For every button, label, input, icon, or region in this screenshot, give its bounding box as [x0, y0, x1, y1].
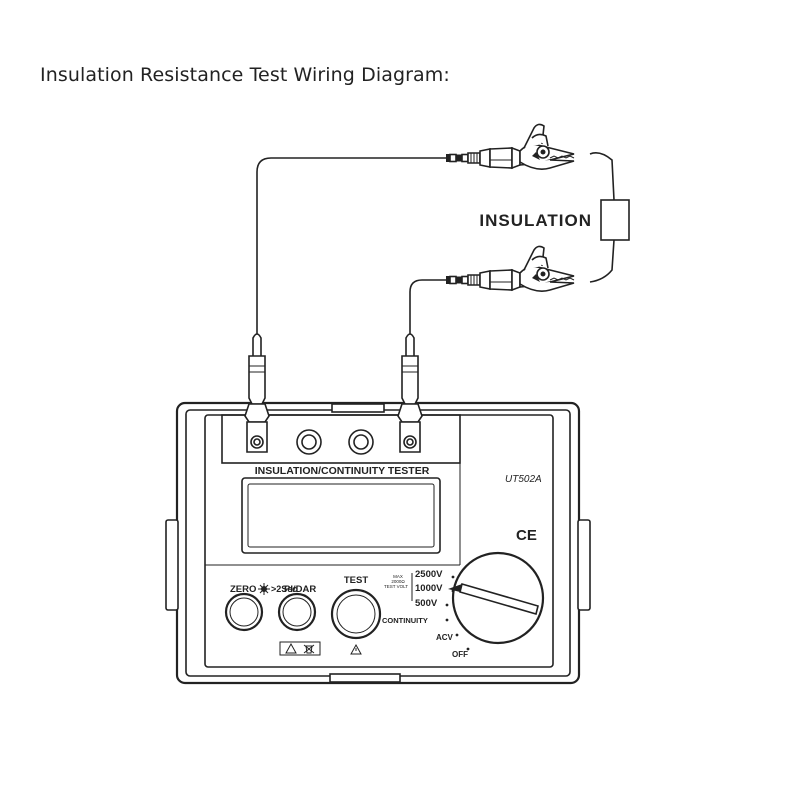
- ce-mark: CE: [516, 527, 537, 544]
- tester-body: [165, 401, 591, 685]
- range-acv: ACV: [436, 633, 454, 642]
- terminal-panel: [221, 414, 461, 464]
- model-label: UT502A: [505, 474, 542, 485]
- left-probe-plug: [244, 333, 270, 453]
- range-1000v: 1000V: [415, 583, 443, 594]
- lower-crocodile-clip: [445, 245, 575, 292]
- lcd-display: [241, 477, 441, 554]
- test-label: TEST: [344, 575, 368, 586]
- warning-triangle-icon: [350, 643, 362, 655]
- pidar-label: PI/DAR: [284, 584, 316, 595]
- pidar-button[interactable]: [277, 592, 317, 632]
- rotary-selector-dial[interactable]: [448, 551, 545, 645]
- zero-button[interactable]: [224, 592, 264, 632]
- range-continuity: CONTINUITY: [382, 616, 428, 625]
- panel-label: INSULATION/CONTINUITY TESTER: [255, 465, 430, 477]
- upper-crocodile-clip: [445, 123, 575, 170]
- svg-text:MAX: MAX: [393, 574, 403, 579]
- range-500v: 500V: [415, 598, 438, 609]
- zero-hold-label: >2Sec: [271, 584, 297, 594]
- diagram-title: Insulation Resistance Test Wiring Diagra…: [40, 64, 450, 86]
- insulation-sample: [600, 199, 630, 241]
- right-probe-plug: [397, 333, 423, 453]
- test-button[interactable]: [330, 588, 382, 640]
- range-2500v: 2500V: [415, 569, 443, 580]
- brightness-icon: [258, 583, 270, 595]
- svg-text:TEST VOLT: TEST VOLT: [384, 584, 408, 589]
- svg-text:2000Ω: 2000Ω: [391, 579, 405, 584]
- crossed-bin-icon: [279, 641, 321, 656]
- zero-label: ZERO: [230, 584, 256, 595]
- range-off: OFF: [452, 650, 468, 659]
- insulation-label: INSULATION: [479, 211, 592, 230]
- max-test-volt-note: MAX 2000Ω TEST VOLT: [384, 574, 408, 589]
